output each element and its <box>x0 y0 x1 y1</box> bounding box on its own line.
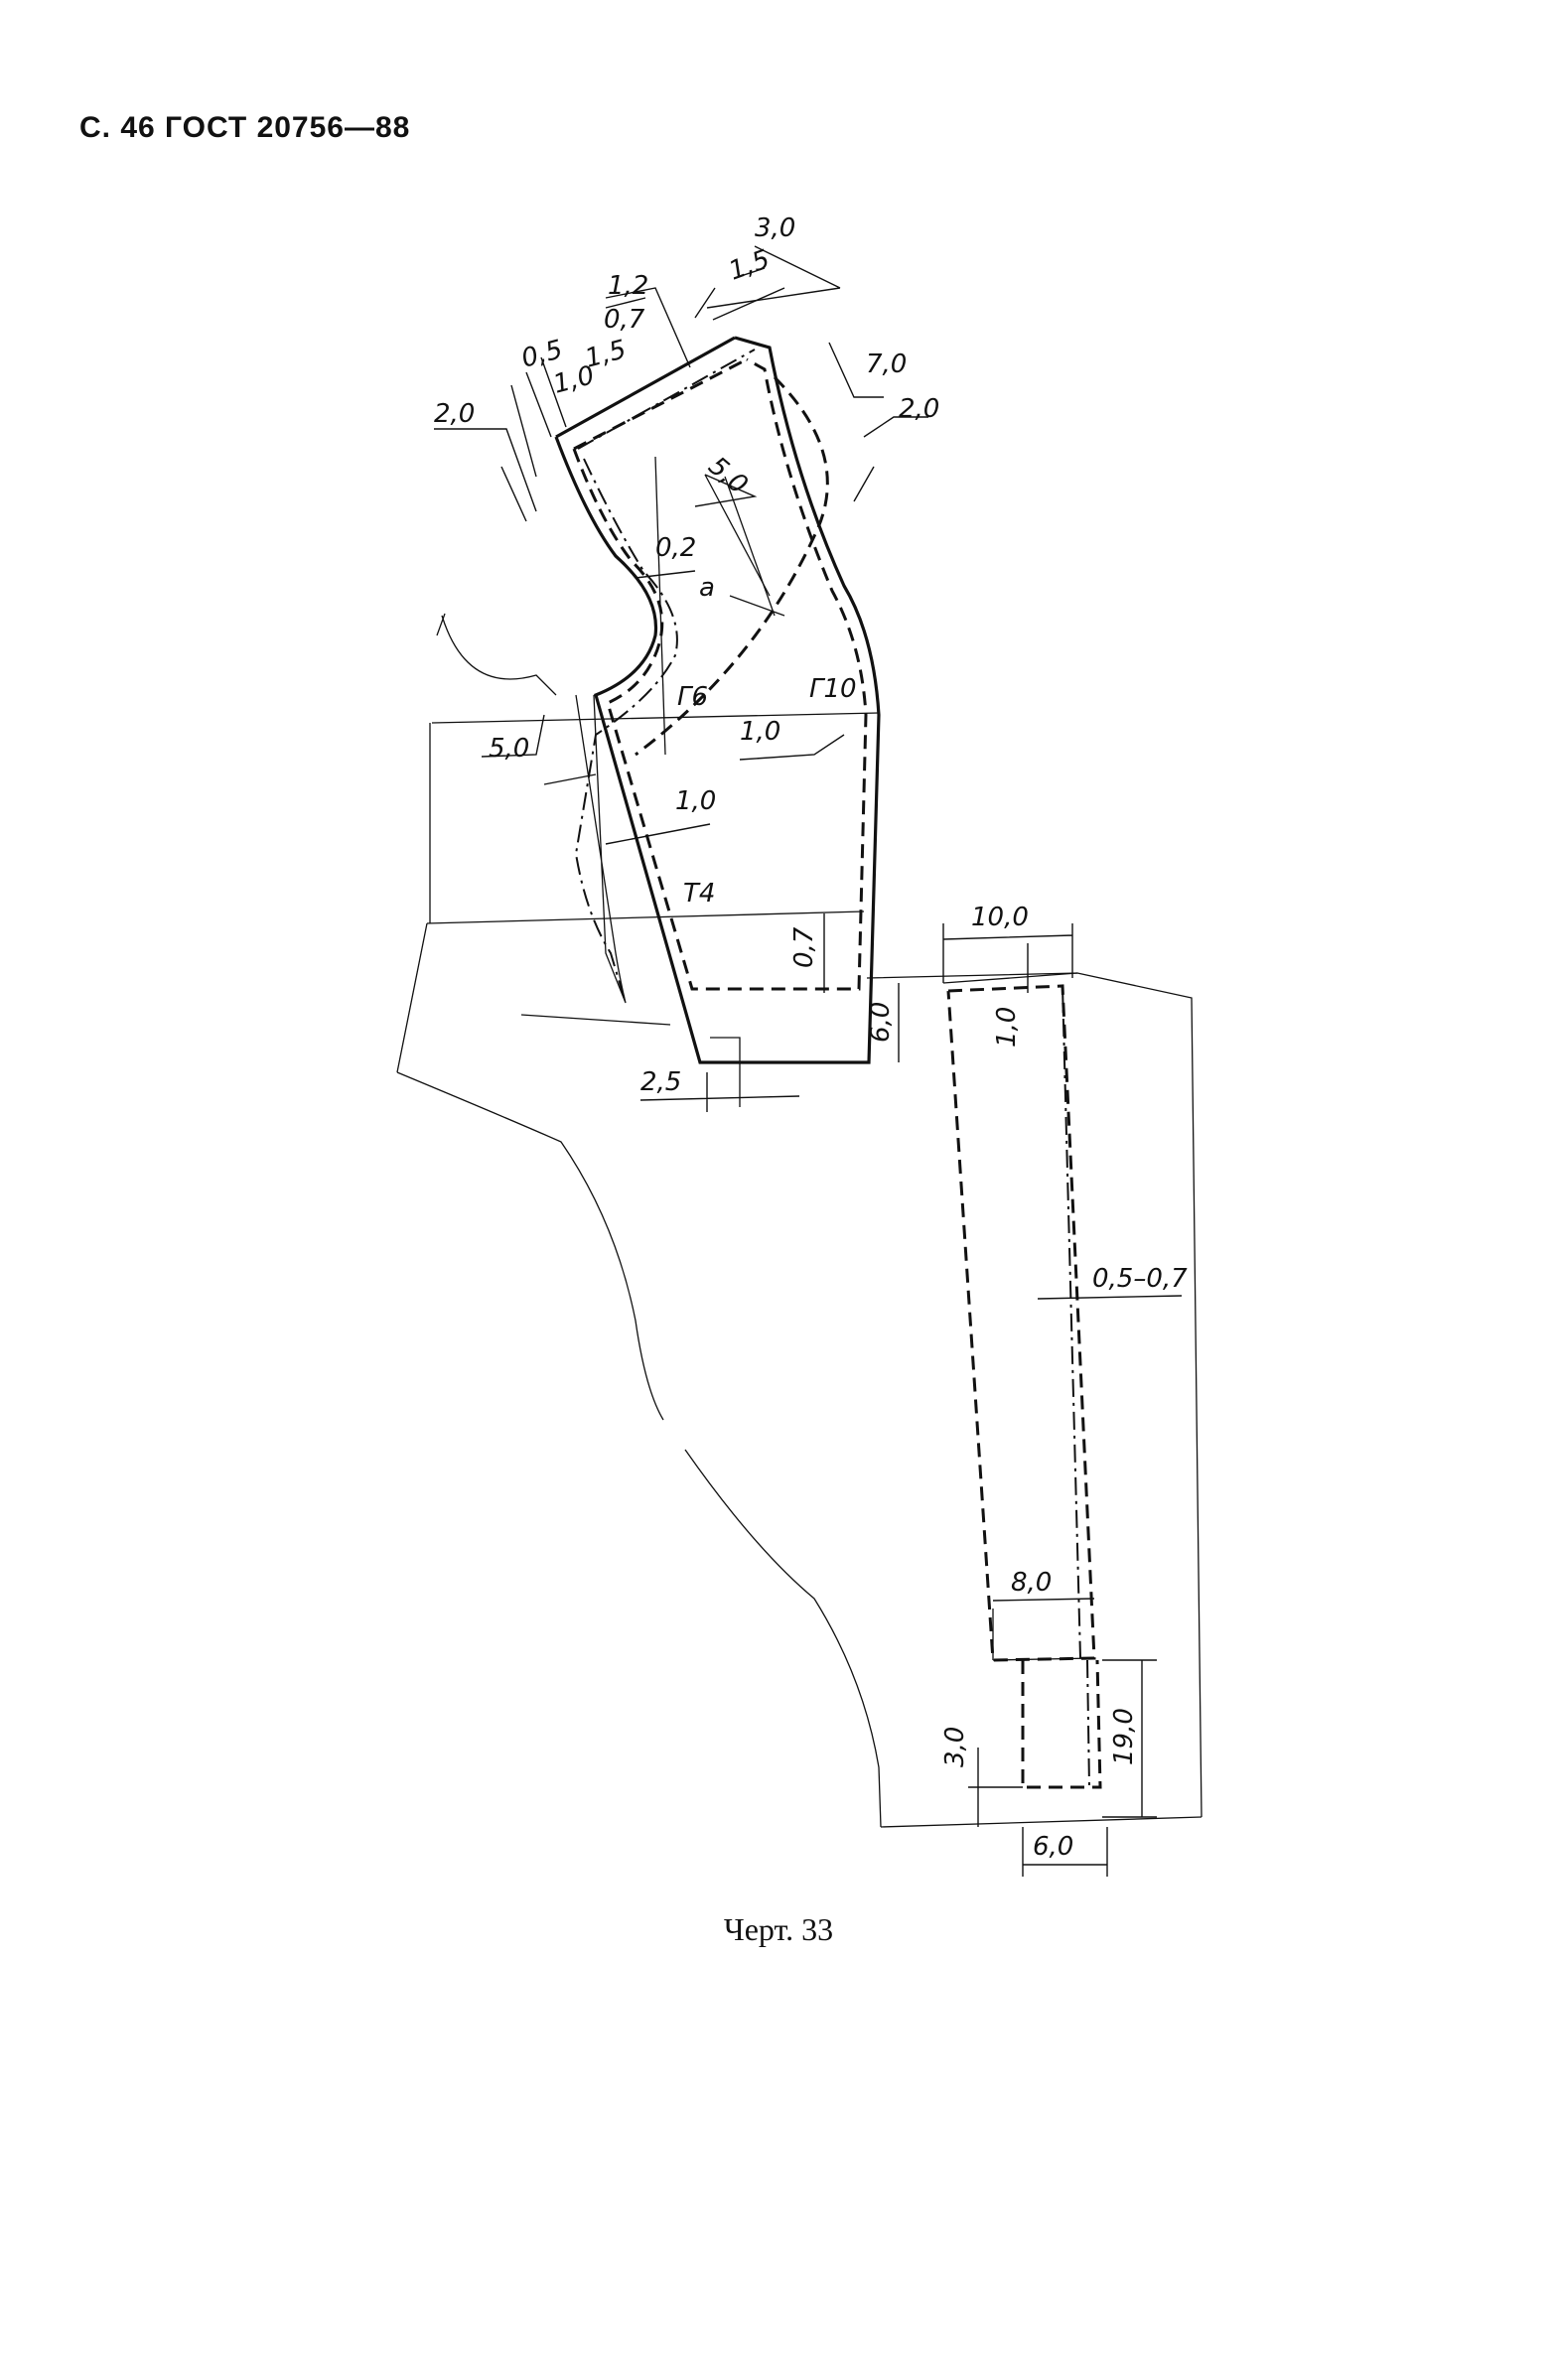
label-1-5-mid: 1,5 <box>582 335 630 374</box>
label-1-5-top: 1,5 <box>725 244 774 286</box>
label-point-a: a <box>699 573 715 603</box>
label-19-0: 19,0 <box>1109 1708 1139 1765</box>
label-0-5-0-7: 0,5–0,7 <box>1092 1264 1188 1294</box>
waistband-strip <box>866 972 1203 1818</box>
label-2-0-left: 2,0 <box>434 399 475 429</box>
label-0-2: 0,2 <box>655 533 696 563</box>
label-7-0: 7,0 <box>866 350 907 379</box>
label-2-5: 2,5 <box>640 1067 681 1097</box>
label-5-0-left: 5,0 <box>489 734 529 764</box>
label-3-0-top: 3,0 <box>755 213 795 243</box>
label-point-g10: Г10 <box>809 674 857 704</box>
label-10-0: 10,0 <box>971 903 1029 932</box>
label-1-0-mid: 1,0 <box>740 717 780 747</box>
figure-caption: Черт. 33 <box>723 1911 834 1947</box>
label-0-7-top: 0,7 <box>604 305 645 335</box>
label-point-g6: Г6 <box>677 682 708 712</box>
label-8-0: 8,0 <box>1011 1568 1052 1598</box>
label-2-0-right: 2,0 <box>899 394 939 424</box>
dimension-lines <box>434 245 1183 1877</box>
label-1-2: 1,2 <box>608 271 648 301</box>
label-1-0-low: 1,0 <box>675 786 716 816</box>
label-3-0-bottom: 3,0 <box>940 1727 970 1767</box>
label-6-0-bottom: 6,0 <box>1033 1832 1073 1862</box>
label-1-0-strip: 1,0 <box>992 1007 1022 1048</box>
garment-outline <box>396 613 1203 1828</box>
label-0-7-low: 0,7 <box>789 926 819 968</box>
label-point-t4: Т4 <box>683 879 715 909</box>
front-piece <box>554 336 881 1064</box>
label-6-0-right: 6,0 <box>866 1002 896 1043</box>
dimension-labels: 3,0 1,5 1,2 0,7 7,0 2,0 0,5 1,0 1,5 2,0 … <box>434 213 1188 1862</box>
page-header: С. 46 ГОСТ 20756—88 <box>79 111 411 144</box>
